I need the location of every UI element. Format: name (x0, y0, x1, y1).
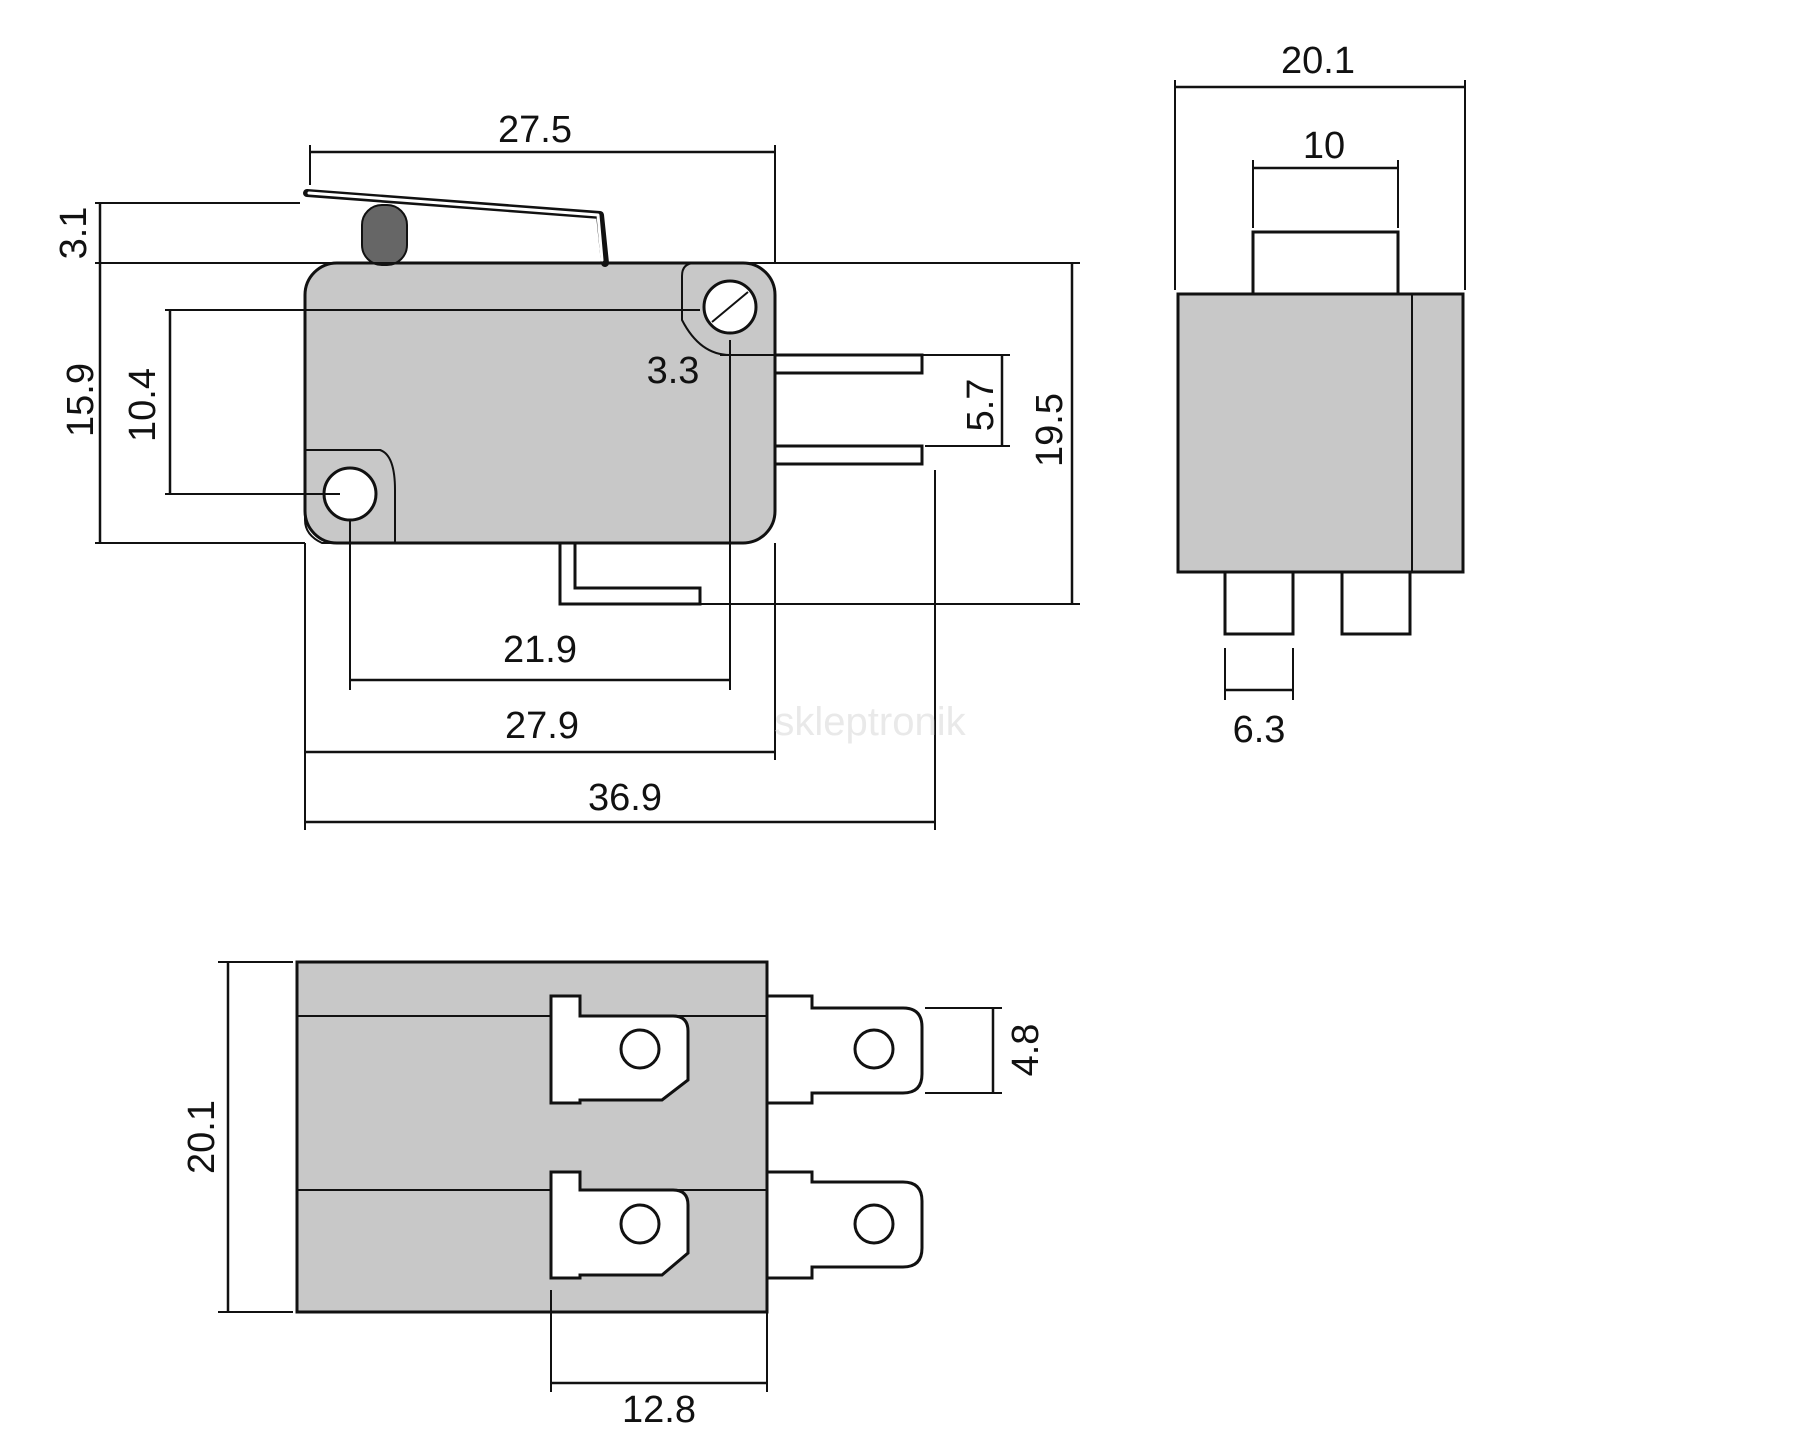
dim-mount-hole-diameter: 3.3 (647, 350, 700, 392)
dim-bottom-overall-width: 20.1 (181, 1100, 223, 1174)
dim-overall-height: 19.5 (1029, 393, 1071, 467)
end-terminal-left (1223, 570, 1295, 636)
bottom-dimension-lines (218, 961, 1002, 1392)
end-terminal-right (1340, 570, 1412, 636)
end-dimension-lines (1174, 80, 1466, 700)
dim-terminal-width: 6.3 (1233, 709, 1286, 751)
inner-tab-lower (549, 1170, 690, 1280)
dim-hole-spacing-vertical: 10.4 (122, 368, 164, 442)
inner-tab-upper-hole (619, 1028, 661, 1070)
dim-lever-span: 27.5 (498, 109, 572, 151)
lower-terminal-tab (558, 541, 702, 606)
outer-terminal-upper (765, 994, 924, 1105)
dim-tab-width: 4.8 (1005, 1024, 1047, 1077)
dim-lever-height: 3.1 (53, 207, 95, 260)
end-view: 20.1 10 6.3 (1174, 40, 1466, 751)
actuator-pin (361, 204, 408, 266)
bottom-body (295, 960, 769, 1314)
dim-body-height: 15.9 (60, 363, 102, 437)
dim-terminal-offset: 12.8 (622, 1389, 696, 1431)
dim-terminal-pitch: 5.7 (960, 379, 1002, 432)
dim-hole-spacing-horizontal: 21.9 (503, 629, 577, 671)
side-terminals (558, 353, 924, 606)
dim-end-overall-width: 20.1 (1281, 40, 1355, 82)
watermark: skleptronik (774, 700, 966, 744)
lower-hole-boss (304, 449, 396, 544)
dim-plunger-width: 10 (1303, 125, 1345, 167)
dim-overall-length: 36.9 (588, 777, 662, 819)
end-body (1176, 292, 1465, 574)
bottom-view: 20.1 4.8 12.8 (181, 960, 1047, 1431)
inner-tab-lower-hole (619, 1203, 661, 1245)
inner-tab-upper (549, 994, 690, 1105)
outer-terminal-lower (765, 1170, 924, 1280)
side-dimension-lines (95, 145, 1080, 830)
plunger-top (1251, 230, 1400, 296)
side-view: 27.5 3.1 15.9 10.4 3.3 5.7 19.5 21.9 27.… (53, 109, 1080, 830)
dim-body-length: 27.9 (505, 705, 579, 747)
middle-terminal-tab (770, 444, 924, 466)
upper-terminal-tab (770, 353, 924, 375)
outer-terminal-upper-hole (853, 1028, 895, 1070)
outer-terminal-lower-hole (853, 1203, 895, 1245)
